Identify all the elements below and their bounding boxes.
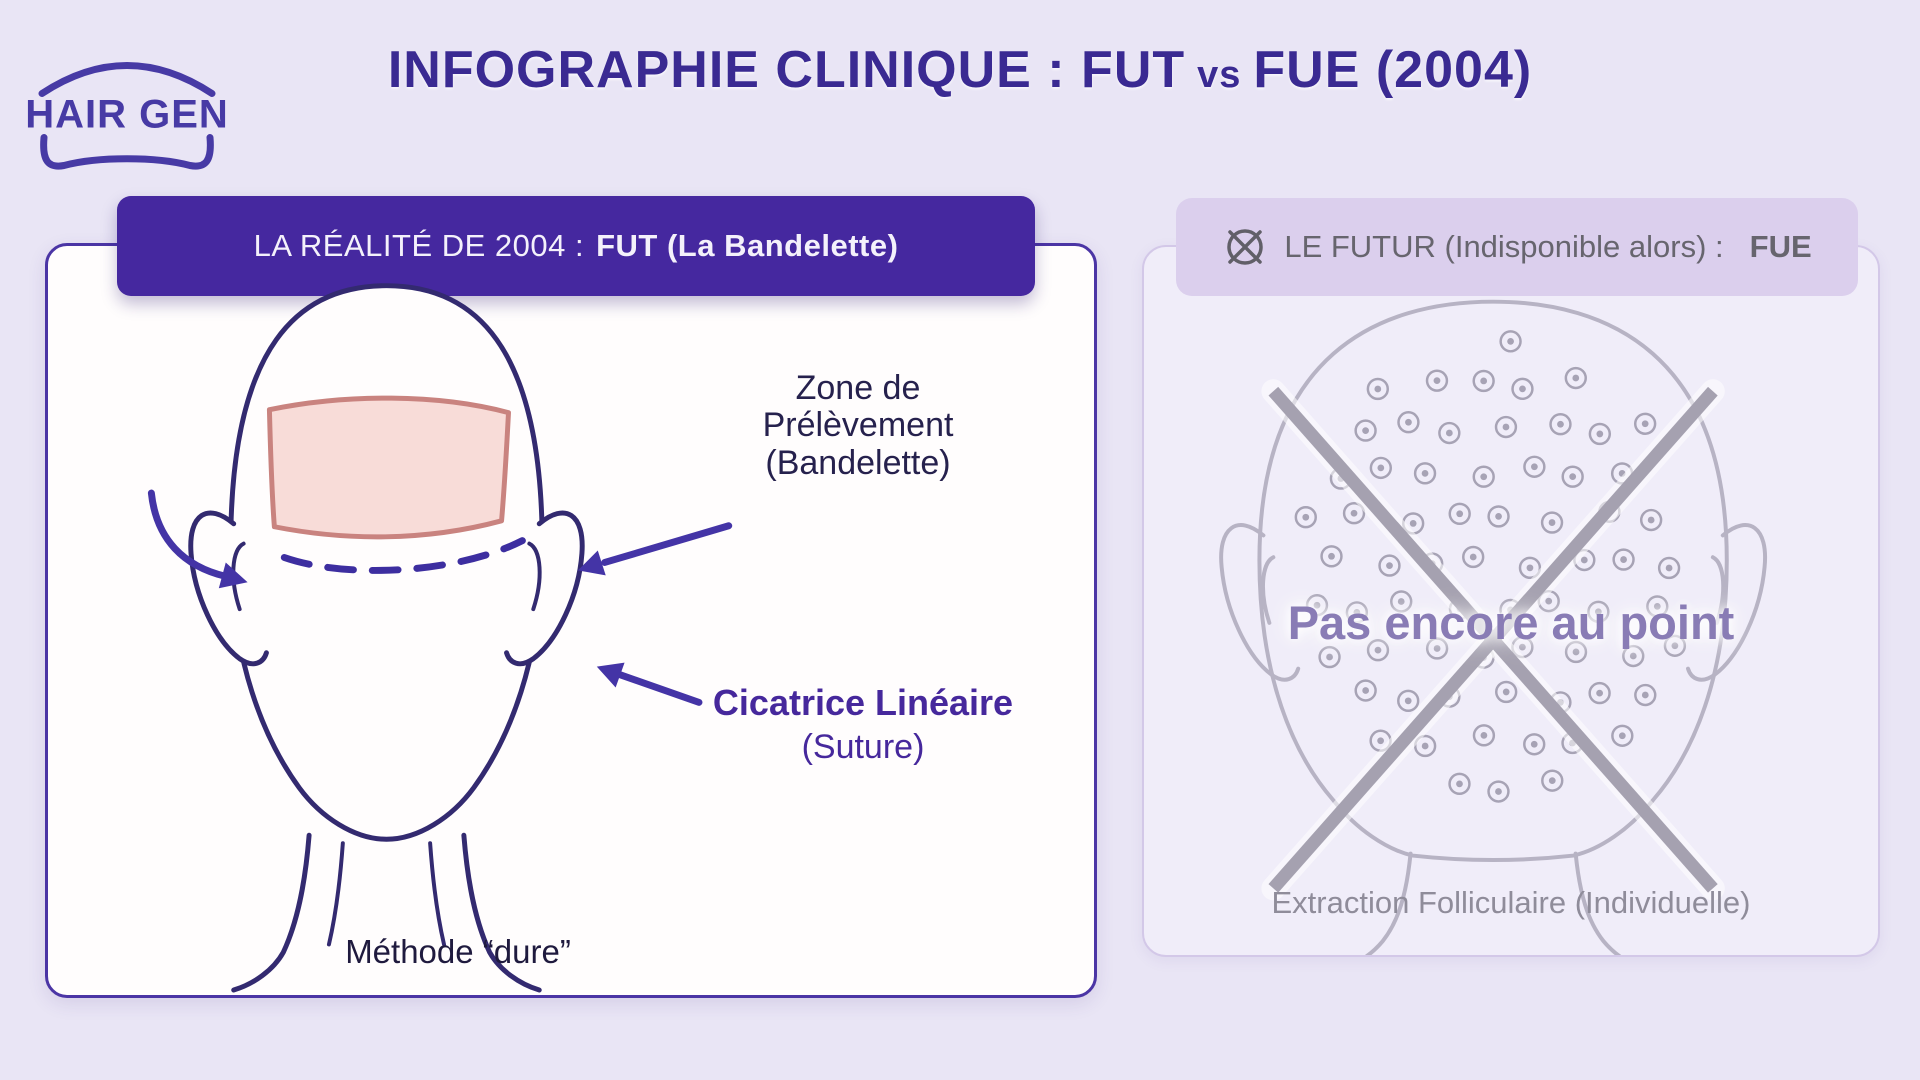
donor-zone-line2: Prélèvement (762, 406, 954, 445)
right-ear (504, 510, 585, 667)
logo-text: HAIR GEN (25, 93, 229, 137)
title-part2: FUE (2004) (1253, 41, 1533, 99)
title-part1: INFOGRAPHIE CLINIQUE : FUT (387, 41, 1186, 99)
fue-right-ear (1686, 523, 1768, 682)
fue-head-illustration (1219, 299, 1768, 955)
fut-card-header: LA RÉALITÉ DE 2004 : FUT (La Bandelette) (117, 196, 1035, 296)
fue-neck-right (1573, 851, 1622, 955)
neck-right (461, 832, 542, 993)
hair-gen-logo: HAIR GEN (25, 62, 229, 170)
curved-arrow-head (218, 562, 248, 589)
fut-header-prefix: LA RÉALITÉ DE 2004 : (253, 228, 585, 263)
crossed-circle-icon (1227, 229, 1264, 265)
scar-label-line1: Cicatrice Linéaire (712, 682, 1014, 723)
donor-zone-label: Zone de Prélèvement (Bandelette) (678, 369, 1038, 482)
fut-header-bold: FUT (La Bandelette) (596, 228, 899, 263)
left-ear (188, 510, 269, 667)
scar-arrow-head (596, 662, 625, 688)
right-ear-inner (527, 541, 542, 612)
left-ear-inner (231, 541, 246, 612)
strip-arrow-head (577, 550, 606, 576)
fue-right-ear-inner (1710, 555, 1726, 625)
title-vs: vs (1197, 54, 1242, 96)
logo-brim (40, 134, 214, 170)
donor-strip (266, 395, 511, 540)
fut-head-illustration (147, 283, 733, 993)
neck-left (231, 832, 312, 993)
logo-arc (38, 62, 216, 97)
fue-header-bold: FUE (1749, 229, 1812, 264)
head-outline (228, 283, 545, 842)
fue-left-ear (1219, 523, 1301, 682)
fue-header-prefix: LE FUTUR (Indisponible alors) : (1284, 229, 1724, 264)
fue-card-header: LE FUTUR (Indisponible alors) : FUE (1176, 198, 1858, 296)
scar-label-line2: (Suture) (801, 728, 925, 766)
strip-arrow (601, 522, 733, 566)
fue-cross (1261, 379, 1725, 901)
fue-neck-left (1364, 851, 1413, 955)
fue-card: LE FUTUR (Indisponible alors) : FUE Pas … (1142, 198, 1880, 957)
neck-inner-right (428, 841, 447, 947)
fue-left-ear-inner (1261, 555, 1276, 625)
fue-follicle-dots (1294, 330, 1687, 803)
donor-zone-line1: Zone de (795, 369, 921, 407)
scar-label: Cicatrice Linéaire (Suture) (683, 682, 1043, 767)
page-title: INFOGRAPHIE CLINIQUE : FUT vs FUE (2004) (0, 40, 1920, 100)
not-ready-text: Pas encore au point (1287, 596, 1735, 649)
scar-dashed-line (280, 537, 526, 574)
method-label: Méthode “dure” (345, 933, 571, 970)
neck-inner-left (326, 841, 345, 947)
scar-arrow (616, 671, 703, 706)
fut-card: LA RÉALITÉ DE 2004 : FUT (La Bandelette) (45, 196, 1097, 998)
curved-arrow (147, 489, 230, 580)
donor-zone-line3: (Bandelette) (765, 443, 951, 482)
fue-caption: Extraction Folliculaire (Individuelle) (1271, 885, 1751, 920)
